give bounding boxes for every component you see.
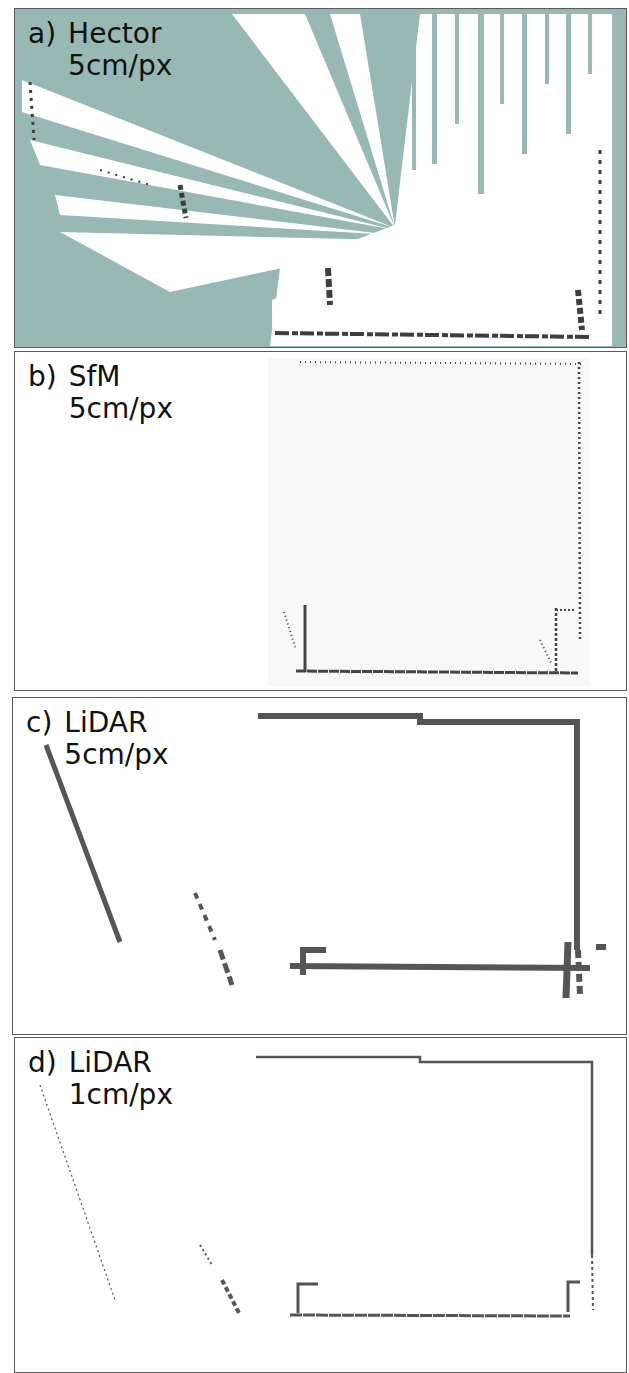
panel-label-row: b) SfM 5cm/px — [15, 352, 626, 425]
sfm-map — [268, 358, 590, 686]
panel-letter: b) — [28, 361, 57, 393]
figure-panel: c) LiDAR 5cm/px — [12, 697, 627, 1035]
panel-title: Hector 5cm/px — [68, 18, 172, 82]
figure-panel: a) Hector 5cm/px — [14, 8, 627, 348]
figure-panel: b) SfM 5cm/px — [14, 351, 627, 691]
panel-title: SfM 5cm/px — [69, 361, 173, 425]
panel-label-row: c) LiDAR 5cm/px — [13, 698, 626, 771]
panel-letter: d) — [28, 1047, 57, 1079]
panel-label-row: a) Hector 5cm/px — [15, 9, 626, 82]
panel-label-row: d) LiDAR 1cm/px — [15, 1038, 626, 1111]
panel-title: LiDAR 1cm/px — [69, 1047, 173, 1111]
panel-title: LiDAR 5cm/px — [64, 707, 168, 771]
figure-panel: d) LiDAR 1cm/px — [14, 1037, 627, 1373]
panel-letter: a) — [28, 18, 56, 50]
panel-letter: c) — [26, 707, 52, 739]
hector-map — [14, 8, 627, 348]
